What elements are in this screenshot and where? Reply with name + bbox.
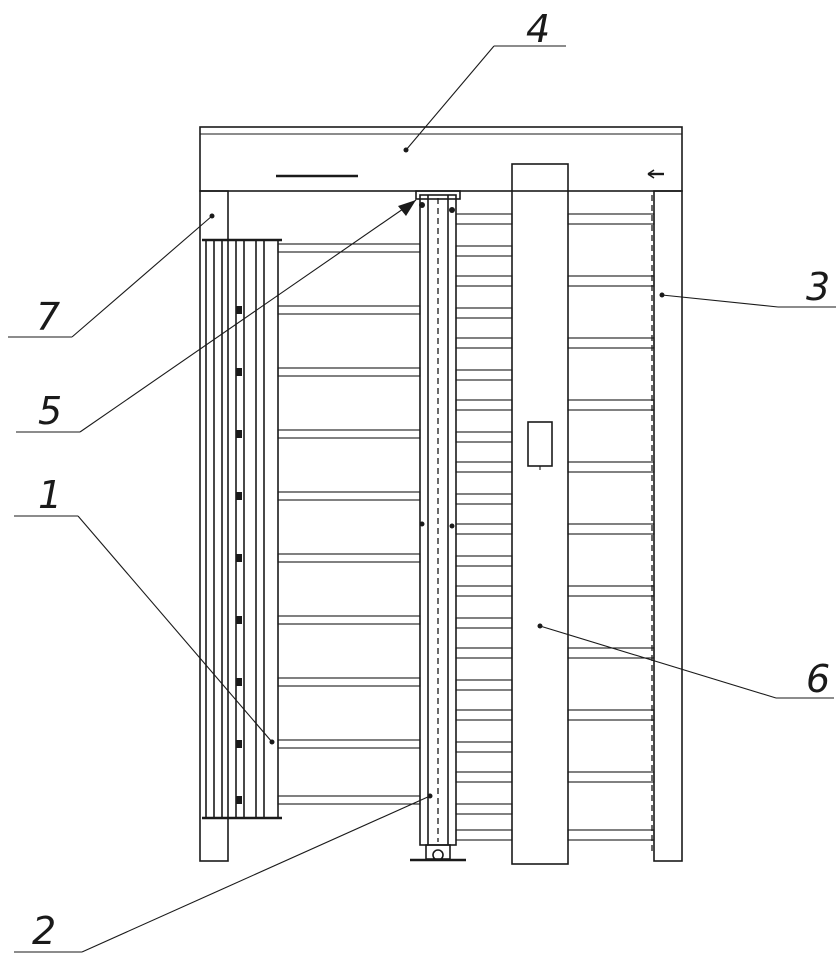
right-fence-bars — [567, 213, 655, 841]
rotor-shaft — [410, 190, 466, 862]
callout-labels: 4 7 3 5 1 6 2 — [32, 7, 830, 953]
left-post — [199, 190, 229, 862]
label-7: 7 — [36, 295, 60, 339]
label-1: 1 — [38, 473, 62, 517]
cabinet — [511, 163, 569, 865]
fence-section — [202, 238, 282, 820]
label-3: 3 — [806, 265, 830, 309]
label-4: 4 — [526, 7, 550, 51]
leader-lines — [8, 45, 836, 953]
label-2: 2 — [32, 909, 56, 953]
label-6: 6 — [806, 657, 830, 701]
label-5: 5 — [38, 389, 62, 433]
rotor-arms — [455, 213, 513, 841]
right-post — [651, 190, 683, 862]
top-cover — [199, 126, 683, 192]
